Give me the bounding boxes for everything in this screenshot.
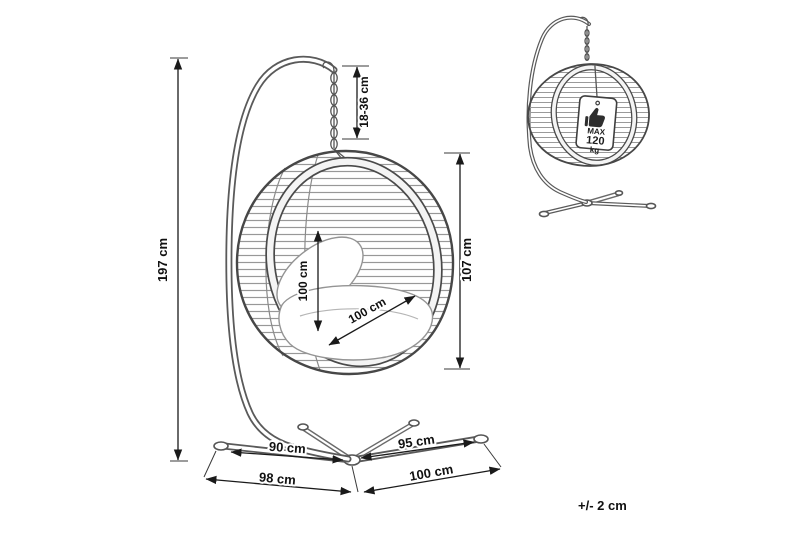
inset-leg-left-inner	[544, 202, 588, 214]
dim-total-height: 197 cm	[153, 57, 188, 462]
chain-link	[584, 44, 590, 54]
thumbs-up-cuff	[584, 116, 589, 127]
dim-line-98	[205, 475, 352, 496]
chair-outline	[235, 149, 455, 376]
pole-highlight	[227, 57, 350, 461]
dim-base-left-inner: 90 cm	[230, 437, 344, 464]
inset-drawing: MAX 120 kg	[526, 15, 657, 218]
tolerance-note: +/- 2 cm	[578, 498, 627, 513]
dim-label-total-height: 197 cm	[155, 238, 170, 282]
egg-chair	[235, 149, 455, 376]
rim-outer-edge	[265, 156, 443, 368]
tag-hole	[595, 100, 601, 106]
weight-limit-tag: MAX 120 kg	[575, 65, 618, 155]
thumbs-up-icon	[588, 107, 605, 128]
dim-label-chain-length: 18-36 cm	[357, 76, 371, 127]
base-foot-back-left	[297, 423, 309, 431]
inset-pole-highlight	[527, 16, 590, 203]
chain-link	[584, 28, 590, 38]
base-leg-back-left-inner	[301, 426, 354, 462]
stand-pole	[225, 55, 352, 463]
inset-base	[538, 190, 657, 218]
dim-chain-length: 18-36 cm	[342, 65, 373, 140]
main-drawing: 197 cm 18-36 cm 107 cm 100 cm	[153, 55, 502, 496]
rim-band	[266, 157, 442, 367]
base-foot-back-right	[408, 419, 420, 427]
chain-link	[584, 52, 590, 62]
base-foot-front-right	[473, 434, 489, 444]
dim-line-100-diagonal	[328, 295, 416, 346]
dim-label-base-left-outer: 98 cm	[258, 469, 296, 487]
tag-max-label: MAX	[587, 126, 606, 137]
inset-rim-band	[551, 64, 637, 166]
dim-line-100-base	[363, 466, 501, 495]
dim-label-base-right-inner: 95 cm	[397, 432, 436, 452]
chain-link	[584, 36, 590, 46]
witness-tick	[351, 465, 359, 493]
base-foot-front-left	[213, 441, 229, 451]
inset-foot-back	[614, 190, 624, 197]
witness-tick	[203, 450, 217, 478]
dim-base-right-inner: 95 cm	[360, 430, 475, 461]
inset-leg-right-inner	[586, 202, 651, 207]
tag-string	[594, 65, 598, 99]
hanging-hook-icon	[322, 61, 335, 73]
inset-foot-left	[538, 210, 550, 218]
dim-base-left-outer: 98 cm	[205, 467, 352, 496]
dim-base-right-outer: 100 cm	[363, 459, 501, 495]
dim-inner-height: 100 cm	[294, 230, 323, 332]
tag-weight-value: 120	[586, 134, 605, 148]
inset-hook-icon	[579, 16, 589, 27]
inset-chain	[584, 26, 590, 62]
dim-label-base-left-inner: 90 cm	[268, 439, 306, 457]
dim-label-inner-height: 100 cm	[296, 261, 310, 302]
inset-chair-outline	[527, 63, 650, 167]
inset-foot-right	[645, 202, 657, 210]
inset-pole	[526, 15, 591, 204]
inset-rim-inner-edge	[555, 69, 633, 161]
hanging-chain	[330, 70, 350, 162]
tag-weight-unit: kg	[590, 145, 600, 155]
dim-chair-height: 107 cm	[444, 152, 476, 370]
dim-label-chair-height: 107 cm	[459, 238, 474, 282]
dim-line-95	[360, 439, 475, 461]
dim-line-90	[230, 448, 344, 464]
witness-tick	[483, 443, 502, 468]
